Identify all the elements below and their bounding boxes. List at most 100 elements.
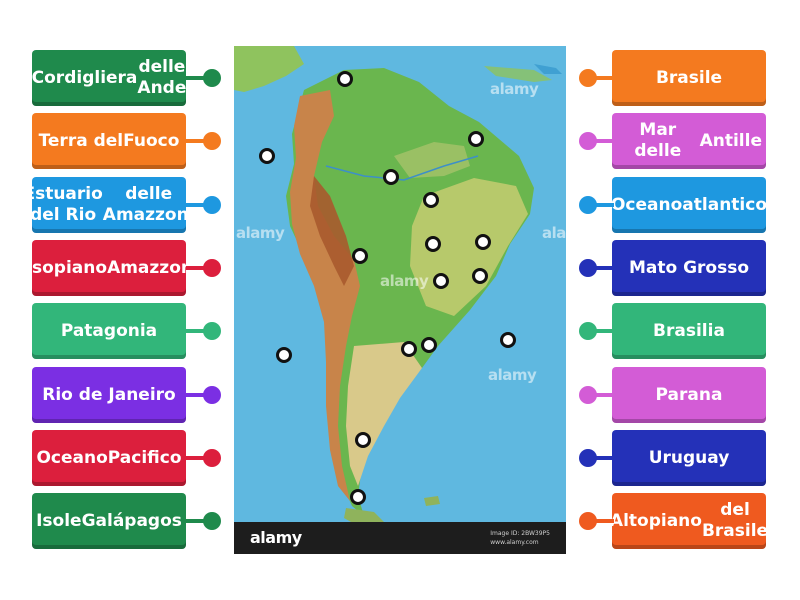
connector-handle[interactable] [203,132,221,150]
image-url-line: www.alamy.com [490,539,539,546]
connector-handle[interactable] [579,132,597,150]
andes-range [290,90,360,501]
drop-target[interactable] [421,337,437,353]
drop-target[interactable] [500,332,516,348]
altiplano [310,176,354,286]
label-text: del Brasile [701,500,769,541]
connector-handle[interactable] [203,512,221,530]
connector-line [186,456,212,460]
label-text: Amazzonico [107,257,221,278]
drop-target[interactable] [433,273,449,289]
connector-line [588,266,614,270]
label-text: Parana [655,384,723,405]
label-text: Estuario del Rio [23,184,103,225]
connector-line [186,76,212,80]
drop-target[interactable] [423,192,439,208]
connector-line [588,329,614,333]
tierra-del-fuego-land [344,508,384,526]
connector-handle[interactable] [203,196,221,214]
drop-target[interactable] [352,248,368,264]
guiana-highlands [394,142,470,178]
draggable-label-card[interactable]: Uruguay [612,430,766,486]
connector-handle[interactable] [579,259,597,277]
image-credit-bar: alamy Image ID: 2BW39P5 www.alamy.com [234,522,566,554]
label-text: delle Amazzoni [102,184,195,225]
caribbean-island [484,66,552,82]
label-text: Uruguay [648,447,730,468]
drop-target[interactable] [276,347,292,363]
south-america-map: alamy alamy alamy alamy alamy alamy Imag… [234,46,566,554]
connector-handle[interactable] [579,196,597,214]
drop-target[interactable] [425,236,441,252]
label-text: Cordigliera [31,67,138,88]
label-text: Rio de Janeiro [42,384,176,405]
label-text: Isole [36,510,82,531]
connector-line [186,329,212,333]
connector-handle[interactable] [579,449,597,467]
label-text: Pacifico [107,447,182,468]
draggable-label-card[interactable]: Rio de Janeiro [32,367,186,423]
connector-line [588,456,614,460]
watermark: alamy [236,224,285,242]
connector-line [186,139,212,143]
connector-handle[interactable] [203,386,221,404]
central-america-land [234,46,304,92]
connector-line [588,203,614,207]
label-text: Fuoco [123,130,180,151]
connector-handle[interactable] [203,449,221,467]
image-id: Image ID: 2BW39P5 www.alamy.com [490,529,550,547]
drop-target[interactable] [350,489,366,505]
connector-line [588,76,614,80]
drop-target[interactable] [475,234,491,250]
watermark: alamy [488,366,537,384]
caribbean-shadow [534,64,562,74]
drop-target[interactable] [472,268,488,284]
label-text: atlantico [682,194,768,215]
drop-target[interactable] [383,169,399,185]
drop-target[interactable] [259,148,275,164]
watermark: alamy [542,224,566,242]
connector-line [588,139,614,143]
connector-handle[interactable] [203,322,221,340]
connector-handle[interactable] [203,259,221,277]
drop-target[interactable] [355,432,371,448]
connector-line [186,203,212,207]
watermark: alamy [490,80,539,98]
connector-line [588,393,614,397]
draggable-label-card[interactable]: Parana [612,367,766,423]
connector-handle[interactable] [579,386,597,404]
draggable-label-card[interactable]: Mato Grosso [612,240,766,296]
label-text: Mato Grosso [628,257,750,278]
label-text: Oceano [610,194,683,215]
draggable-label-card[interactable]: Brasilia [612,303,766,359]
connector-line [186,393,212,397]
connector-handle[interactable] [579,512,597,530]
label-text: Brasile [655,67,723,88]
map-graphic [234,46,566,554]
label-text: Bassopiano [0,257,108,278]
footer-logo: alamy [250,528,302,547]
watermark: alamy [380,272,429,290]
label-text: delle Ande [137,57,187,98]
connector-line [588,519,614,523]
draggable-label-card[interactable]: Patagonia [32,303,186,359]
drop-target[interactable] [401,341,417,357]
patagonia-plateau [346,342,422,486]
label-text: Galápagos [81,510,182,531]
drop-target[interactable] [468,131,484,147]
connector-handle[interactable] [579,322,597,340]
drop-target[interactable] [337,71,353,87]
connector-handle[interactable] [203,69,221,87]
draggable-label-card[interactable]: Brasile [612,50,766,106]
connector-handle[interactable] [579,69,597,87]
